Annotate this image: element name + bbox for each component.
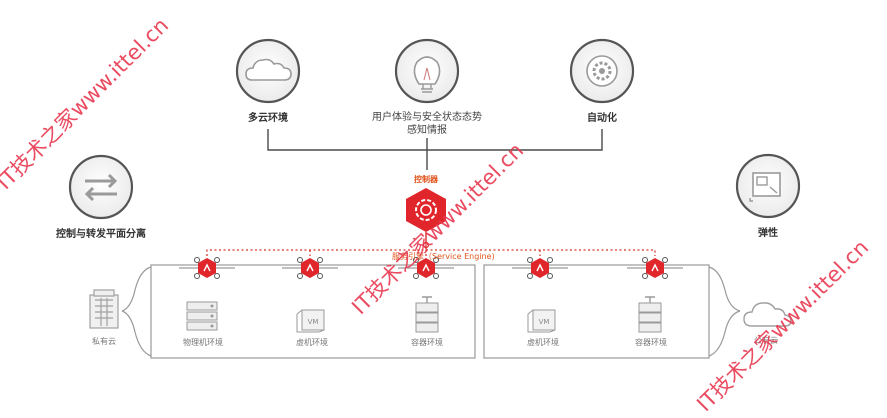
lightbulb-icon [394, 38, 460, 104]
container-env-label: 容器环境 [411, 338, 443, 347]
container-icon [415, 296, 439, 333]
service-engine-node [282, 257, 338, 279]
server-stack-icon [186, 301, 218, 331]
service-engine-nodes [179, 257, 683, 279]
controller-label: 控制器 [414, 175, 438, 184]
cloud-outline-icon [743, 302, 792, 327]
private-cloud-label: 私有云 [92, 337, 116, 346]
vm-icon: VM [296, 309, 325, 333]
vm-env-label: 虚机环境 [296, 338, 328, 347]
cloud-icon [235, 38, 301, 104]
building-icon [89, 289, 119, 329]
control-plane-dotted-line [206, 245, 656, 256]
vm-env-label: 虚机环境 [527, 338, 559, 347]
container-env-label: 容器环境 [635, 338, 667, 347]
vm-icon: VM [527, 309, 556, 333]
service-engine-node [398, 257, 454, 279]
control-forward-separation-label: 控制与转发平面分离 [56, 229, 146, 240]
automation-gears-icon [569, 38, 635, 104]
svg-text:VM: VM [539, 318, 550, 326]
multicloud-label: 多云环境 [248, 113, 288, 124]
ux-security-label-line2: 感知情报 [407, 125, 447, 136]
top-connector [267, 129, 603, 170]
service-engine-node [627, 257, 683, 279]
service-engine-node [512, 257, 568, 279]
gear-controller-icon [406, 188, 446, 249]
ux-security-label: 用户体验与安全状态态势 [372, 112, 482, 123]
service-engine-node [179, 257, 235, 279]
elasticity-label: 弹性 [758, 228, 778, 239]
arrows-exchange-icon [68, 154, 134, 220]
physical-env-label: 物理机环境 [183, 338, 223, 347]
svg-text:VM: VM [308, 318, 319, 326]
service-engine-label: 服务引擎（Service Engine) [392, 252, 495, 261]
container-icon [638, 296, 662, 333]
automation-label: 自动化 [587, 113, 617, 124]
public-cloud-label: 公有云 [754, 336, 778, 345]
elastic-window-icon [735, 153, 801, 219]
